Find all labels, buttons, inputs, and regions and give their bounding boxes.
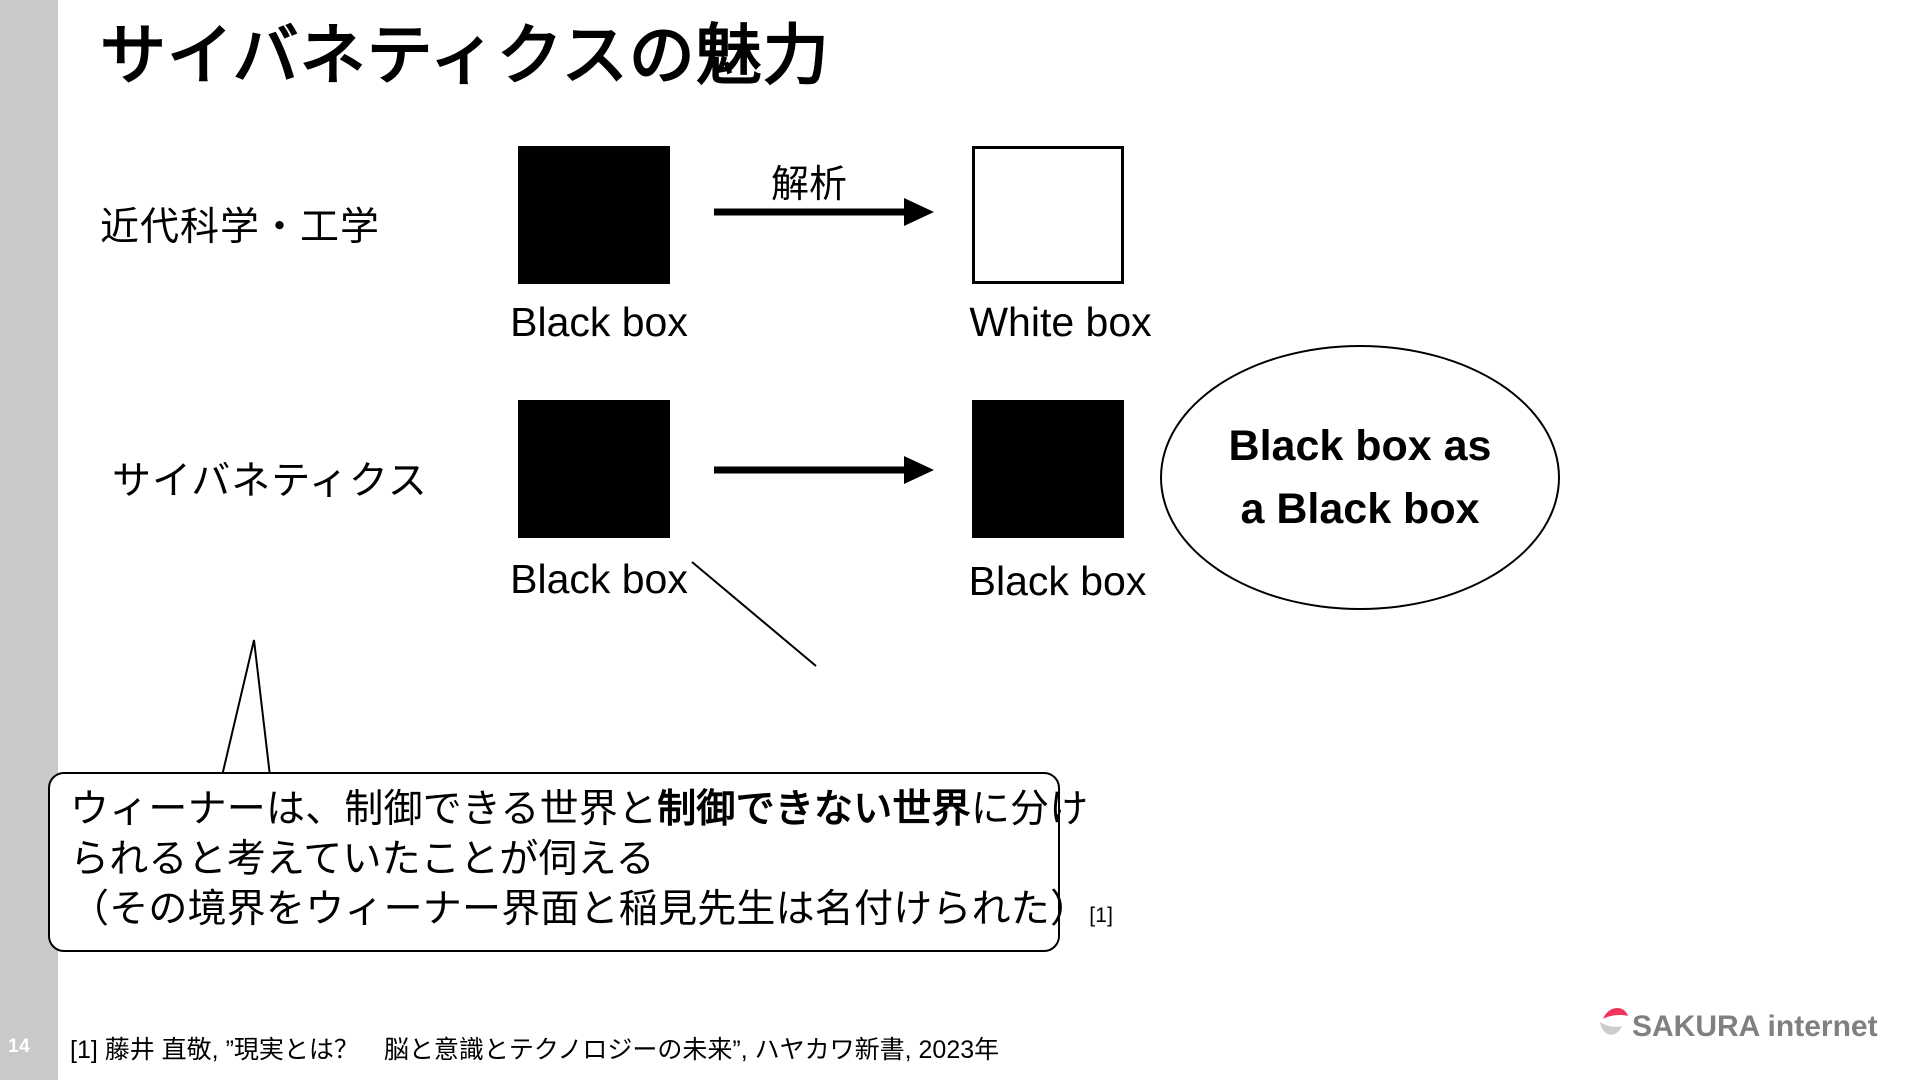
black-box-row2-source bbox=[518, 400, 670, 538]
ellipse-text: Black box as a Black box bbox=[1160, 345, 1560, 610]
callout-line-2: られると考えていたことが伺える bbox=[70, 837, 655, 881]
callout-line-3: （その境界をウィーナー界面と稲見先生は名付けられた）[1] bbox=[70, 885, 1113, 935]
callout-line-1-part-a: ウィーナーは、制御できる世界と bbox=[70, 788, 658, 831]
sakura-wordmark: SAKURA internet bbox=[1632, 1010, 1878, 1043]
leader-line bbox=[691, 561, 817, 667]
caption-black-box-row2-source: Black box bbox=[510, 556, 688, 602]
ellipse-line-2: a Black box bbox=[1240, 484, 1480, 533]
arrow-analysis-icon bbox=[714, 198, 934, 226]
arrow-plain-icon bbox=[714, 456, 934, 484]
black-box-row2-target bbox=[972, 400, 1124, 538]
page-title: サイバネティクスの魅力 bbox=[100, 18, 830, 92]
sakura-petal-icon bbox=[1592, 1002, 1644, 1044]
ellipse-shape bbox=[1160, 345, 1560, 610]
caption-white-box-row1-target: White box bbox=[969, 299, 1152, 345]
row-label-cybernetics: サイバネティクス bbox=[112, 460, 428, 503]
ellipse-line-1: Black box as bbox=[1228, 422, 1492, 471]
callout-line-1-part-b: に分け bbox=[970, 788, 1089, 831]
callout-reference-marker: [1] bbox=[1089, 903, 1114, 927]
callout-line-3-text: （その境界をウィーナー界面と稲見先生は名付けられた） bbox=[70, 887, 1090, 931]
caption-black-box-row2-target: Black box bbox=[968, 558, 1147, 604]
white-box-row1-target bbox=[972, 146, 1124, 284]
ellipse-callout: Black box as a Black box bbox=[1160, 345, 1560, 610]
callout-line-1: ウィーナーは、制御できる世界と制御できない世界に分け bbox=[70, 785, 1088, 835]
callout-box bbox=[48, 772, 1060, 952]
sakura-internet-logo: SAKURA internet bbox=[1592, 1002, 1892, 1044]
footnote-citation: [1] 藤井 直敬, ”現実とは？ 脳と意識とテクノロジーの未来”, ハヤカワ新… bbox=[70, 1036, 1000, 1064]
black-box-row1-source bbox=[518, 146, 670, 284]
callout-tail bbox=[220, 639, 320, 778]
callout-line-1-bold: 制御できない世界 bbox=[657, 788, 971, 831]
page-number: 14 bbox=[8, 1036, 31, 1057]
callout-text: ウィーナーは、制御できる世界と制御できない世界に分け られると考えていたことが伺… bbox=[70, 785, 1113, 935]
caption-black-box-row1-source: Black box bbox=[510, 299, 688, 345]
arrow-label-analysis: 解析 bbox=[771, 164, 848, 206]
row-label-modern-science: 近代科学・工学 bbox=[100, 206, 381, 249]
